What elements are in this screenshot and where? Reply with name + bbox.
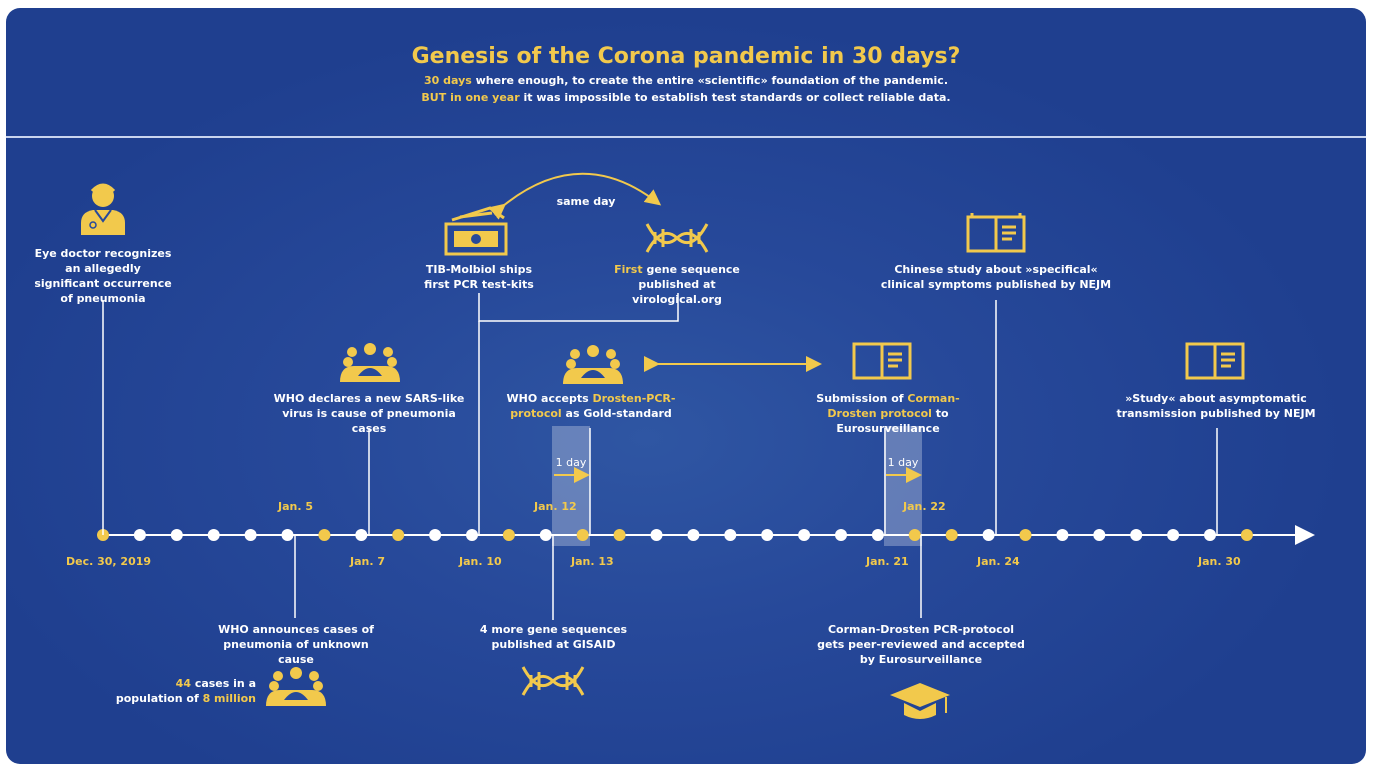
book-icon: [852, 342, 912, 380]
date-dec30: Dec. 30, 2019: [66, 555, 152, 568]
date-jan21: Jan. 21: [866, 555, 909, 568]
timeline-dot: [798, 529, 811, 541]
people-icon: [340, 343, 400, 382]
event-gene-sequence: First gene sequence published at virolog…: [614, 263, 740, 306]
date-jan24: Jan. 24: [977, 555, 1020, 568]
people-icon: [266, 667, 326, 706]
date-jan10: Jan. 10: [459, 555, 502, 568]
timeline-key-dot: [576, 529, 589, 541]
dna-icon: [645, 223, 709, 253]
timeline-key-dot: [1240, 529, 1253, 541]
same-day-arc: [488, 172, 662, 220]
timeline-key-dot: [613, 529, 626, 541]
event-who-declares: WHO declares a new SARS-like virus is ca…: [273, 392, 465, 435]
one-day-label-2: 1 day: [887, 456, 919, 469]
timeline-key-dot: [502, 529, 515, 541]
event-eye-doctor: Eye doctor recognizes an allegedly signi…: [34, 247, 172, 305]
book-icon: [966, 213, 1026, 253]
date-jan22: Jan. 22: [903, 500, 946, 513]
timeline-dot: [835, 529, 847, 541]
timeline-dot: [429, 529, 442, 541]
one-day-label-1: 1 day: [555, 456, 587, 469]
subtitle-line-2: BUT in one year it was impossible to est…: [421, 91, 951, 104]
timeline-dot: [724, 529, 737, 541]
timeline-dot: [466, 529, 478, 541]
timeline-dot: [170, 529, 183, 541]
doctor-icon: [81, 183, 125, 235]
timeline-key-dot: [945, 529, 958, 541]
timeline-key-dot: [908, 529, 921, 541]
page-title: Genesis of the Corona pandemic in 30 day…: [411, 44, 961, 69]
timeline-dot: [539, 529, 552, 541]
cash-icon: [444, 206, 508, 256]
timeline-dot: [355, 529, 368, 541]
timeline-dot: [761, 529, 774, 541]
event-asymptomatic: »Study« about asymptomatic transmission …: [1116, 392, 1316, 420]
timeline-dot: [687, 529, 700, 541]
date-jan7: Jan. 7: [350, 555, 386, 568]
event-who-accepts: WHO accepts Drosten-PCR-protocol as Gold…: [506, 392, 676, 420]
timeline-dot: [1130, 529, 1143, 541]
date-jan12: Jan. 12: [534, 500, 577, 513]
timeline-dot: [1167, 529, 1180, 541]
timeline-key-dot: [318, 529, 331, 541]
timeline-key-dot: [392, 529, 405, 541]
timeline-dot: [982, 529, 995, 541]
timeline-dot: [281, 529, 294, 541]
timeline-key-dot: [1019, 529, 1032, 541]
event-peer-review: Corman-Drosten PCR-protocol gets peer-re…: [817, 623, 1025, 666]
date-jan5: Jan. 5: [278, 500, 314, 513]
header-divider: [6, 136, 1366, 138]
timeline-dot: [1056, 529, 1069, 541]
event-submission: Submission of Corman-Drosten protocol to…: [816, 392, 960, 435]
infographic-card: Genesis of the Corona pandemic in 30 day…: [6, 8, 1366, 764]
event-who-announces: WHO announces cases of pneumonia of unkn…: [218, 623, 374, 666]
timeline-dot: [1093, 529, 1106, 541]
event-more-sequences: 4 more gene sequences published at GISAI…: [479, 623, 628, 651]
date-jan13: Jan. 13: [571, 555, 614, 568]
event-chinese-study: Chinese study about »specifical« clinica…: [880, 263, 1112, 291]
timeline-dot: [133, 529, 146, 541]
timeline-dot: [650, 529, 663, 541]
timeline-dot: [244, 529, 257, 541]
timeline-graphic: [81, 172, 1315, 719]
event-44-cases: 44 cases in a population of 8 million: [115, 677, 256, 705]
one-day-band-1: [552, 426, 590, 546]
book-icon: [1185, 342, 1245, 380]
graduation-cap-icon: [890, 683, 950, 719]
event-tib-molbiol: TIB-Molbiol ships first PCR test-kits: [424, 263, 534, 291]
connector-jan10-bracket: [478, 293, 679, 322]
timeline-dot: [207, 529, 220, 541]
one-day-band-2: [884, 426, 922, 546]
timeline-dot: [1204, 529, 1216, 541]
date-jan30: Jan. 30: [1198, 555, 1241, 568]
dna-icon: [521, 666, 585, 696]
people-icon: [563, 345, 623, 384]
timeline-dot: [871, 529, 884, 541]
subtitle-line-1: 30 days where enough, to create the enti…: [423, 74, 949, 87]
same-day-label: same day: [556, 195, 616, 208]
